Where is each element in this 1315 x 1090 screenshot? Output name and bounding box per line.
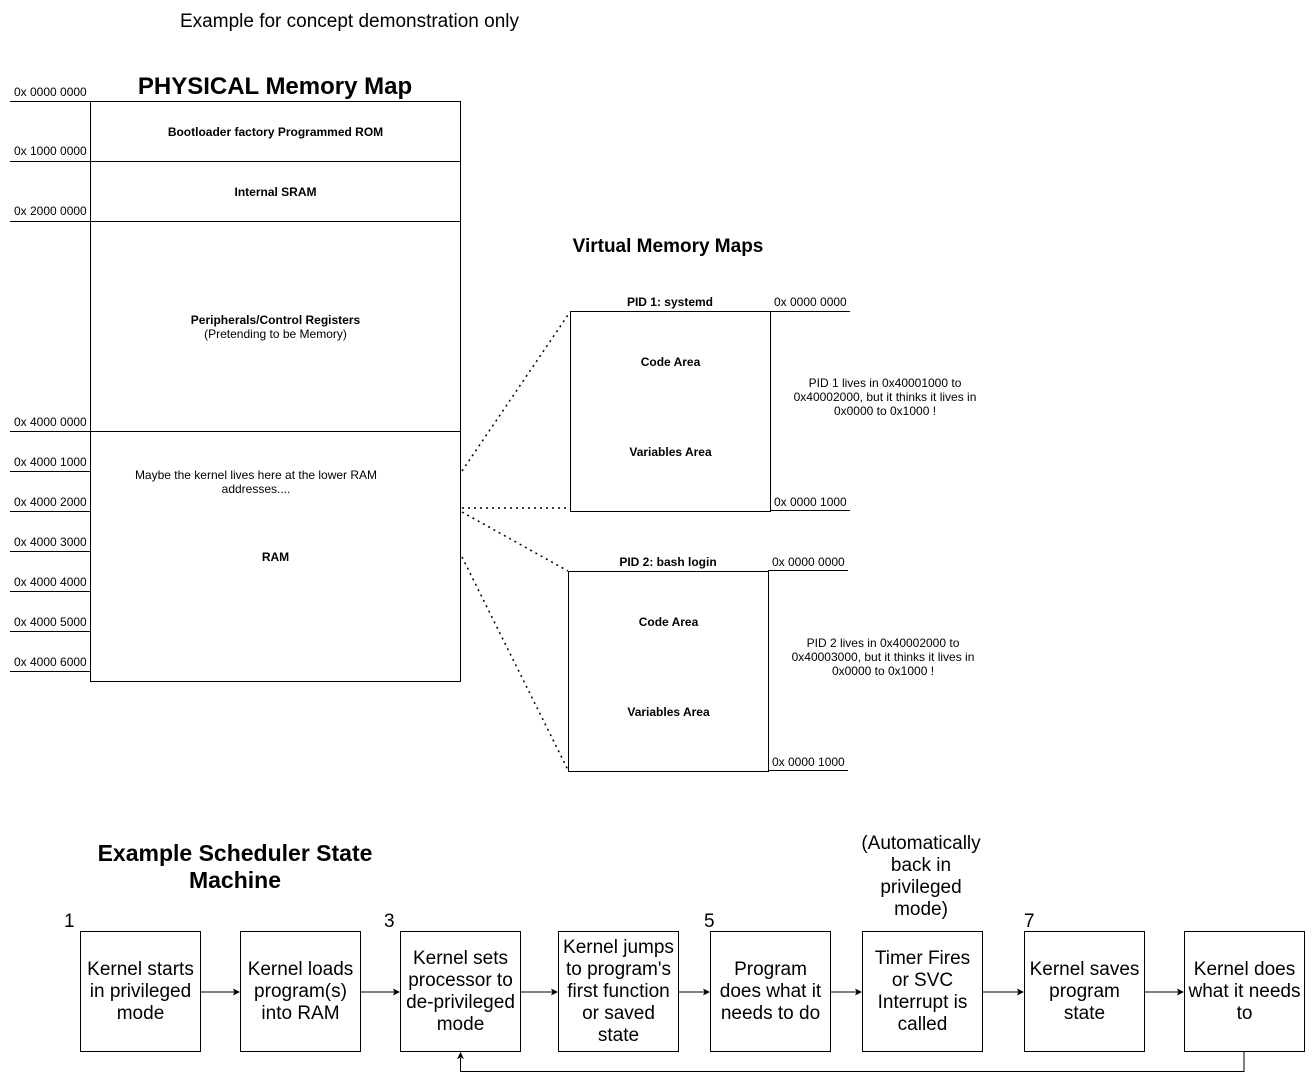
phys-addr-3: 0x 4000 0000 [14, 415, 87, 429]
step-kernel-starts: Kernel starts in privileged mode [80, 931, 201, 1052]
phys-addr-0: 0x 0000 0000 [14, 85, 87, 99]
step-jump-program: Kernel jumps to program's first function… [558, 931, 679, 1052]
pid1-addr-start: 0x 0000 0000 [774, 295, 847, 309]
region-bootloader-label: Bootloader factory Programmed ROM [167, 125, 384, 139]
region-sram-label: Internal SRAM [234, 185, 317, 199]
pid1-label: PID 1: systemd [626, 295, 714, 309]
region-bootloader: Bootloader factory Programmed ROM [90, 101, 461, 162]
step-deprivilege-text: Kernel sets processor to de-privileged m… [406, 947, 515, 1035]
region-ram: Maybe the kernel lives here at the lower… [90, 431, 461, 682]
pid1-map: Code Area Variables Area [570, 311, 771, 512]
phys-addr-6: 0x 4000 3000 [14, 535, 87, 549]
step-number-1: 1 [64, 911, 75, 932]
step-jump-program-text: Kernel jumps to program's first function… [563, 936, 674, 1046]
phys-addr-9: 0x 4000 6000 [14, 655, 87, 669]
step-kernel-loads-text: Kernel loads program(s) into RAM [247, 958, 354, 1024]
region-peripherals-label: Peripherals/Control Registers [190, 313, 361, 327]
step-deprivilege: Kernel sets processor to de-privileged m… [400, 931, 521, 1052]
pid2-code-area: Code Area [638, 615, 699, 629]
step-save-state-text: Kernel saves program state [1029, 958, 1140, 1024]
step-program-runs-text: Program does what it needs to do [719, 958, 822, 1024]
pid2-addr-start: 0x 0000 0000 [772, 555, 845, 569]
pid1-variables-area: Variables Area [629, 445, 712, 459]
step-kernel-starts-text: Kernel starts in privileged mode [87, 958, 194, 1024]
phys-addr-8: 0x 4000 5000 [14, 615, 87, 629]
step-number-3: 3 [384, 911, 395, 932]
caption: Example for concept demonstration only [180, 11, 520, 32]
pid2-note: PID 2 lives in 0x40002000 to 0x40003000,… [791, 636, 975, 678]
pid2-addr-end: 0x 0000 1000 [772, 755, 845, 769]
privileged-note: (Automatically back in privileged mode) [861, 833, 981, 920]
step-number-7: 7 [1024, 911, 1035, 932]
pid2-variables-area: Variables Area [627, 705, 710, 719]
region-peripherals-sublabel: (Pretending to be Memory) [204, 327, 347, 341]
step-number-5: 5 [704, 911, 715, 932]
phys-addr-5: 0x 4000 2000 [14, 495, 87, 509]
step-kernel-work-text: Kernel does what it needs to [1188, 958, 1301, 1024]
phys-addr-2: 0x 2000 0000 [14, 204, 87, 218]
kernel-note: Maybe the kernel lives here at the lower… [134, 468, 378, 496]
phys-addr-4: 0x 4000 1000 [14, 455, 87, 469]
pid1-note: PID 1 lives in 0x40001000 to 0x40002000,… [793, 376, 977, 418]
step-timer-fires: Timer Fires or SVC Interrupt is called [862, 931, 983, 1052]
step-timer-fires-text: Timer Fires or SVC Interrupt is called [874, 947, 971, 1035]
step-program-runs: Program does what it needs to do [710, 931, 831, 1052]
step-kernel-loads: Kernel loads program(s) into RAM [240, 931, 361, 1052]
pid2-map: Code Area Variables Area [568, 571, 769, 772]
virtual-maps-title: Virtual Memory Maps [572, 236, 764, 257]
phys-addr-7: 0x 4000 4000 [14, 575, 87, 589]
pid2-label: PID 2: bash login [619, 555, 717, 569]
region-ram-label: RAM [261, 550, 290, 564]
pid1-addr-end: 0x 0000 1000 [774, 495, 847, 509]
region-sram: Internal SRAM [90, 161, 461, 222]
step-kernel-work: Kernel does what it needs to [1184, 931, 1305, 1052]
step-save-state: Kernel saves program state [1024, 931, 1145, 1052]
physical-map-title: PHYSICAL Memory Map [137, 73, 413, 100]
pid1-code-area: Code Area [640, 355, 701, 369]
scheduler-title: Example Scheduler State Machine [97, 840, 373, 893]
phys-addr-1: 0x 1000 0000 [14, 144, 87, 158]
region-peripherals: Peripherals/Control Registers (Pretendin… [90, 221, 461, 432]
